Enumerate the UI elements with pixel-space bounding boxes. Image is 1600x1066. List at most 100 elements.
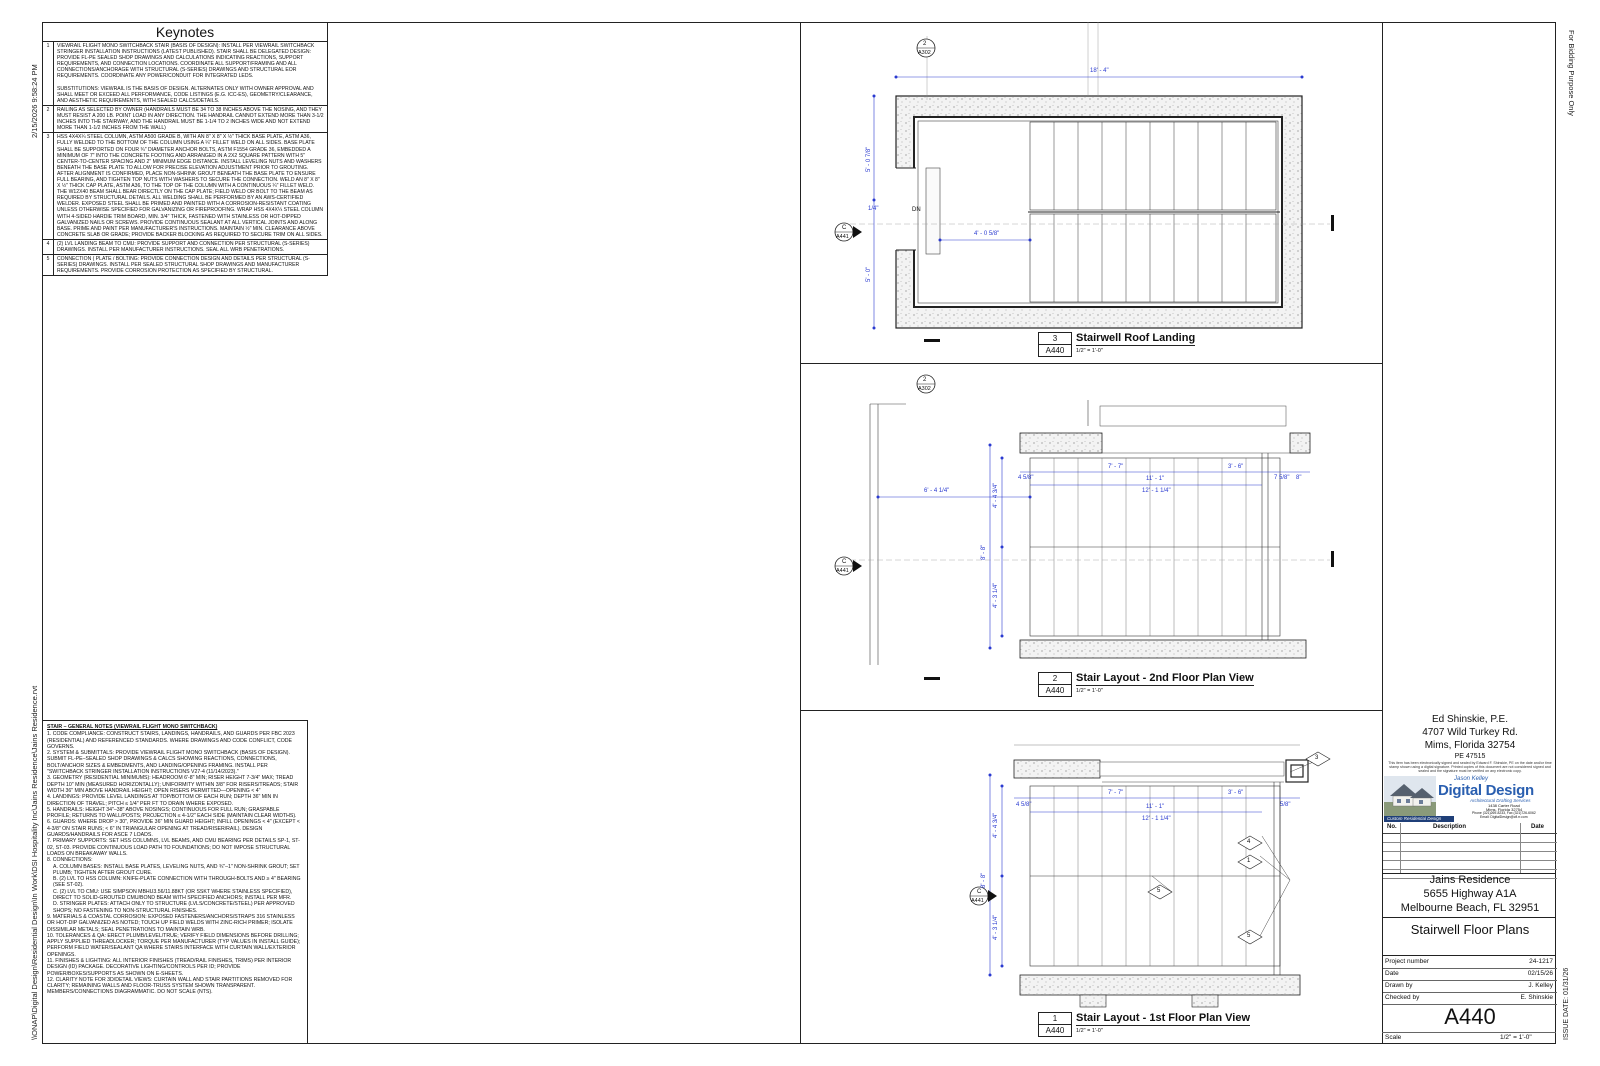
section-marker-number: C	[842, 559, 847, 565]
sheet-border	[42, 22, 1556, 1044]
general-note: 1. CODE COMPLIANCE: CONSTRUCT STAIRS, LA…	[47, 731, 295, 750]
general-note: 6. GUARDS: WHERE DROP > 30", PROVIDE 36"…	[47, 819, 300, 839]
keynote-tag: 1	[1247, 858, 1251, 864]
titleblock-divider	[1382, 873, 1556, 874]
dimension-label: 4' - 4 3/4"	[993, 812, 999, 838]
checked-by-row: Checked by E. Shinskie	[1383, 992, 1557, 1005]
keynote-text: (2) LVL LANDING BEAM TO CMU: PROVIDE SUP…	[57, 240, 310, 253]
company-banner: Custom Residential Design	[1384, 816, 1454, 822]
keynotes-title: Keynotes	[43, 23, 327, 42]
section-marker-sheet: A441	[836, 234, 849, 240]
dimension-label: 11' - 1"	[1146, 476, 1165, 482]
keynote-row: 1 VIEWRAIL FLIGHT MONO SWITCHBACK STAIR …	[43, 42, 327, 106]
project-name: Jains Residence	[1429, 874, 1511, 886]
view-number: 1	[1039, 1013, 1071, 1025]
general-note: B. (2) LVL TO HSS COLUMN: KNIFE-PLATE CO…	[53, 876, 301, 889]
keynote-tag: 3	[1315, 755, 1319, 761]
dimension-label: 3' - 6"	[1228, 464, 1244, 470]
section-marker-sheet: A302	[918, 386, 931, 392]
company-phone: Phone (321)269-8233, Fax (321)726-6062	[1472, 811, 1536, 815]
dimension-label: 1/4"	[868, 206, 879, 212]
view-title: Stairwell Roof Landing	[1076, 332, 1196, 346]
revision-table: No. Description Date	[1383, 823, 1557, 879]
general-note: 11. FINISHES & LIGHTING: ALL INTERIOR FI…	[47, 957, 292, 977]
dimension-label: 7 5/8"	[1274, 475, 1290, 481]
company-tagline: Architectural Drafting Services	[1470, 798, 1531, 803]
engineer-name: Ed Shinskie, P.E.	[1432, 714, 1508, 725]
drawn-by-row: Drawn by J. Kelley	[1383, 980, 1557, 993]
engineer-address: 4707 Wild Turkey Rd.	[1422, 727, 1518, 738]
view-tag-box: 1 A440	[1038, 1012, 1072, 1037]
project-address: 5655 Highway A1A	[1423, 888, 1517, 900]
project-number-label: Project number	[1385, 958, 1430, 965]
view-title-first: 1 A440 Stair Layout - 1st Floor Plan Vie…	[1038, 1012, 1251, 1037]
keynote-row: 2 RAILING AS SELECTED BY OWNER (HANDRAIL…	[43, 105, 327, 134]
general-note: A. COLUMN BASES: INSTALL BASE PLATES, LE…	[53, 863, 300, 876]
view-title: Stair Layout - 1st Floor Plan View	[1076, 1012, 1251, 1026]
view-title-roof: 3 A440 Stairwell Roof Landing 1/2" = 1'-…	[1038, 332, 1196, 357]
dimension-label: 4' - 3 1/4"	[993, 914, 999, 940]
date-label: Date	[1385, 970, 1399, 977]
section-marker-number: C	[977, 889, 982, 895]
general-note: 2. SYSTEM & SUBMITTALS: PROVIDE VIEWRAIL…	[47, 750, 290, 776]
company-city: Mims, Florida 32754	[1486, 807, 1523, 812]
view-tag-box: 3 A440	[1038, 332, 1072, 357]
dimension-label: 11' - 1"	[1146, 804, 1165, 810]
keynote-tag: 4	[1247, 839, 1251, 845]
keynote-number: 3	[43, 133, 54, 239]
keynote-number: 5	[43, 255, 54, 276]
dimension-label: 3' - 6"	[1228, 790, 1244, 796]
general-note: 8. CONNECTIONS:	[47, 857, 93, 864]
revision-header: No. Description Date	[1383, 823, 1557, 834]
view-number: 3	[1039, 333, 1071, 345]
dimension-label: 7' - 7"	[1108, 464, 1124, 470]
dimension-label: 18' - 4"	[1090, 68, 1109, 74]
sheet-number: A440	[1444, 1004, 1496, 1029]
keynote-text: CONNECTION ( PLATE / BOLTING: PROVIDE CO…	[57, 256, 310, 275]
keynote-number: 2	[43, 105, 54, 133]
project-city: Melbourne Beach, FL 32951	[1400, 902, 1540, 914]
view-sheet: A440	[1045, 346, 1065, 355]
rev-col-date: Date	[1531, 824, 1545, 830]
dimension-label: 7' - 7"	[1108, 790, 1124, 796]
drawn-by-value: J. Kelley	[1528, 982, 1553, 989]
revision-row	[1383, 843, 1557, 852]
general-note: 4. LANDINGS: PROVIDE LEVEL LANDINGS AT T…	[47, 794, 278, 807]
project-number-row: Project number 24-1217	[1383, 956, 1557, 969]
scale-label: Scale	[1385, 1034, 1402, 1041]
titleblock-divider	[1382, 955, 1556, 956]
view-divider	[800, 710, 1382, 711]
company-name: Digital Design	[1438, 782, 1534, 799]
general-note: 3. GEOMETRY (RESIDENTIAL MINIMUMS): HEAD…	[47, 775, 299, 794]
general-note: 10. TOLERANCES & QA: ERECT PLUMB/LEVEL/T…	[47, 932, 301, 958]
section-marker-number: 2	[923, 377, 927, 383]
keynote-text: VIEWRAIL FLIGHT MONO SWITCHBACK STAIR (B…	[57, 43, 315, 104]
drawn-by-label: Drawn by	[1385, 982, 1413, 989]
general-note: C. (2) LVL TO CMU: USE SIMPSON MBHU3.56/…	[53, 888, 293, 902]
section-marker-sheet: A302	[918, 50, 931, 56]
general-note: 9. MATERIALS & COASTAL CORROSION: EXPOSE…	[47, 913, 295, 933]
house-image	[1384, 776, 1436, 816]
keynote-text: RAILING AS SELECTED BY OWNER (HANDRAILS …	[57, 106, 324, 132]
company-logo: Jason Kelley Digital Design Architectura…	[1384, 776, 1556, 822]
general-note: 5. HANDRAILS: HEIGHT 34"–38" ABOVE NOSIN…	[47, 806, 297, 820]
section-marker-sheet: A441	[971, 898, 984, 904]
keynotes-table: Keynotes 1 VIEWRAIL FLIGHT MONO SWITCHBA…	[42, 22, 328, 277]
dimension-label: 12' - 1 1/4"	[1142, 488, 1171, 494]
date-row: Date 02/15/26	[1383, 968, 1557, 981]
dimension-label: 6' - 4 1/4"	[924, 488, 950, 494]
view-title: Stair Layout - 2nd Floor Plan View	[1076, 672, 1254, 686]
revision-row	[1383, 834, 1557, 843]
sheet-title: Stairwell Floor Plans	[1410, 922, 1530, 937]
view-divider	[800, 22, 801, 1044]
rev-col-description: Description	[1433, 824, 1467, 830]
dimension-label: 4' - 0 5/8"	[974, 231, 1000, 237]
section-marker-number: C	[842, 225, 847, 231]
view-sheet: A440	[1045, 686, 1065, 695]
project-number-value: 24-1217	[1529, 958, 1553, 965]
dimension-label: 4 5/8"	[1018, 475, 1034, 481]
dimension-label: 8' - 8"	[981, 872, 987, 888]
view-scale: 1/2" = 1'-0"	[1076, 1028, 1103, 1034]
